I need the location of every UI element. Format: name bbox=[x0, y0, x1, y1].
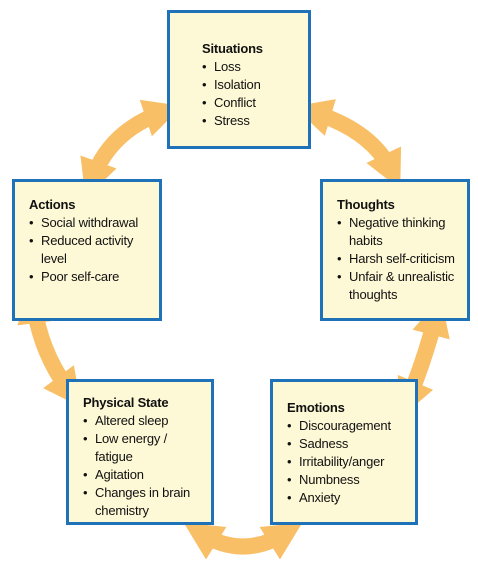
list-item: Conflict bbox=[202, 94, 298, 112]
list-item: Anxiety bbox=[287, 489, 405, 507]
actions-title: Actions bbox=[29, 197, 76, 212]
list-item: Poor self-care bbox=[29, 268, 149, 286]
list-item: Sadness bbox=[287, 435, 405, 453]
list-item: Numbness bbox=[287, 471, 405, 489]
physical-state-list: Altered sleep Low energy / fatigue Agita… bbox=[83, 412, 201, 520]
list-item: Isolation bbox=[202, 76, 298, 94]
list-item: Harsh self-criticism bbox=[337, 250, 457, 268]
list-item: Loss bbox=[202, 58, 298, 76]
list-item: Stress bbox=[202, 112, 298, 130]
situations-list: Loss Isolation Conflict Stress bbox=[202, 58, 298, 130]
list-item: Social withdrawal bbox=[29, 214, 149, 232]
physical-state-title: Physical State bbox=[83, 395, 169, 410]
list-item: Discouragement bbox=[287, 417, 405, 435]
thoughts-title: Thoughts bbox=[337, 197, 395, 212]
thoughts-list: Negative thinking habits Harsh self-crit… bbox=[337, 214, 457, 304]
thoughts-box: Thoughts Negative thinking habits Harsh … bbox=[320, 179, 470, 321]
actions-box: Actions Social withdrawal Reduced activi… bbox=[12, 179, 162, 321]
arrow-situations-thoughts bbox=[293, 99, 402, 190]
list-item: Low energy / fatigue bbox=[83, 430, 201, 466]
list-item: Irritability/anger bbox=[287, 453, 405, 471]
emotions-box: Emotions Discouragement Sadness Irritabi… bbox=[270, 379, 418, 525]
emotions-list: Discouragement Sadness Irritability/ange… bbox=[287, 417, 405, 507]
list-item: Altered sleep bbox=[83, 412, 201, 430]
list-item: Unfair & unrealistic thoughts bbox=[337, 268, 457, 304]
list-item: Changes in brain chemistry bbox=[83, 484, 201, 520]
situations-box: Situations Loss Isolation Conflict Stres… bbox=[167, 10, 311, 149]
emotions-title: Emotions bbox=[287, 400, 345, 415]
list-item: Reduced activity level bbox=[29, 232, 149, 268]
list-item: Negative thinking habits bbox=[337, 214, 457, 250]
list-item: Agitation bbox=[83, 466, 201, 484]
situations-title: Situations bbox=[202, 41, 263, 56]
physical-state-box: Physical State Altered sleep Low energy … bbox=[66, 379, 214, 525]
arrow-emotions-physical bbox=[183, 522, 303, 560]
arrow-actions-situations bbox=[80, 99, 183, 199]
actions-list: Social withdrawal Reduced activity level… bbox=[29, 214, 149, 286]
